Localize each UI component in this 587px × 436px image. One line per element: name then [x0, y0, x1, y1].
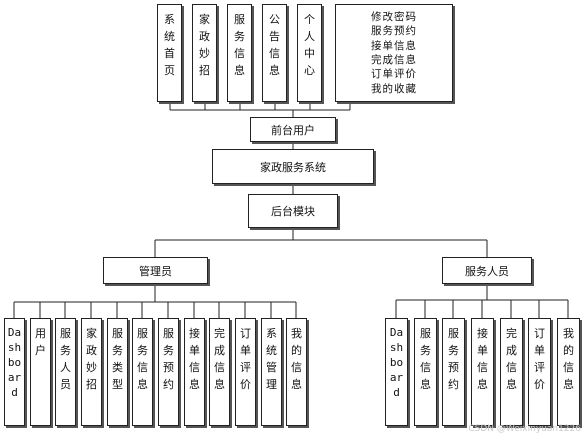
staff-module-my-info: 我的信息 — [557, 318, 580, 426]
admin-box: 管理员 — [103, 257, 208, 284]
module-label: 接单信息 — [477, 327, 488, 391]
module-label: 用户 — [35, 327, 46, 357]
module-label: 公告信息 — [269, 13, 280, 77]
module-label: 服务信息 — [137, 327, 148, 391]
staff-module-completed: 完成信息 — [500, 318, 523, 426]
module-label: 我的信息 — [563, 327, 574, 391]
staff-module-booking: 服务预约 — [442, 318, 465, 426]
personal-item: 服务预约 — [371, 25, 417, 38]
admin-module-my-info: 我的信息 — [286, 318, 307, 426]
module-label: 完成信息 — [214, 327, 225, 391]
module-label: 服务预约 — [163, 327, 174, 391]
admin-module-users: 用户 — [30, 318, 51, 426]
staff-module-review: 订单评价 — [528, 318, 551, 426]
staff-module-service-info: 服务信息 — [414, 318, 437, 426]
module-label: 订单评价 — [240, 327, 251, 391]
personal-item: 完成信息 — [371, 54, 417, 66]
module-system-home: 系统首页 — [157, 4, 182, 102]
module-label: 个人中心 — [304, 13, 315, 77]
module-label: Dashboard — [7, 326, 22, 399]
admin-module-review: 订单评价 — [235, 318, 256, 426]
module-label: 订单评价 — [534, 327, 545, 391]
staff-module-dashboard: Dashboard — [385, 318, 408, 426]
admin-module-system-mgmt: 系统管理 — [261, 318, 282, 426]
module-label: 服务信息 — [420, 327, 431, 391]
admin-module-completed: 完成信息 — [209, 318, 230, 426]
module-label: 系统管理 — [266, 327, 277, 391]
system-box: 家政服务系统 — [212, 149, 374, 184]
personal-center-items: 修改密码 服务预约 接单信息 完成信息 订单评价 我的收藏 — [335, 4, 453, 102]
frontend-user-box: 前台用户 — [250, 117, 336, 142]
personal-item: 我的收藏 — [371, 82, 417, 95]
module-label: 家政妙招 — [199, 13, 210, 77]
module-housekeeping-tips: 家政妙招 — [192, 4, 217, 102]
personal-item: 订单评价 — [371, 68, 417, 81]
personal-item: 接单信息 — [371, 39, 417, 52]
module-notice-info: 公告信息 — [262, 4, 287, 102]
watermark: CSDN @Weixinyuan1226 — [468, 424, 581, 434]
module-label: 我的信息 — [291, 327, 302, 391]
module-label: 系统首页 — [164, 13, 175, 77]
admin-module-accepted: 接单信息 — [184, 318, 205, 426]
personal-item: 修改密码 — [371, 10, 417, 23]
admin-module-service-info: 服务信息 — [132, 318, 153, 426]
module-personal-center: 个人中心 — [297, 4, 322, 102]
module-label: 服务类型 — [112, 327, 123, 391]
module-label: 服务预约 — [448, 327, 459, 391]
module-label: Dashboard — [389, 326, 404, 399]
admin-module-staff: 服务人员 — [55, 318, 76, 426]
module-label: 家政妙招 — [86, 327, 97, 391]
staff-module-accepted: 接单信息 — [471, 318, 494, 426]
module-service-info: 服务信息 — [227, 4, 252, 102]
module-label: 接单信息 — [189, 327, 200, 391]
admin-module-dashboard: Dashboard — [4, 318, 25, 426]
module-label: 服务人员 — [60, 327, 71, 391]
module-label: 完成信息 — [506, 327, 517, 391]
staff-box: 服务人员 — [442, 257, 532, 284]
module-label: 服务信息 — [234, 13, 245, 77]
admin-module-service-type: 服务类型 — [107, 318, 128, 426]
admin-module-tips: 家政妙招 — [81, 318, 102, 426]
backend-box: 后台模块 — [248, 194, 338, 228]
admin-module-booking: 服务预约 — [158, 318, 179, 426]
